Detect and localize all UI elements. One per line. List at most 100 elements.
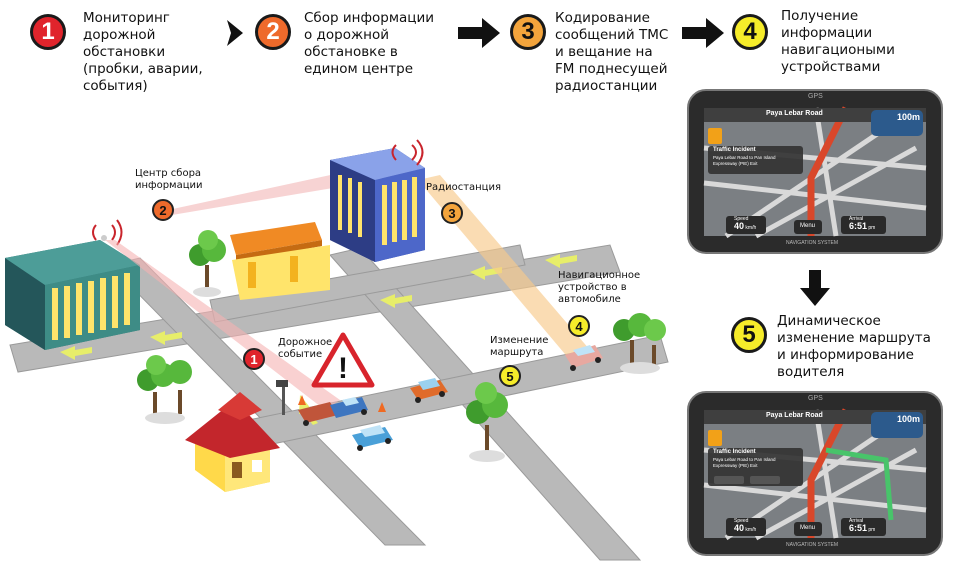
- step-2-line: о дорожной: [304, 27, 389, 43]
- camera-icon: [276, 380, 288, 415]
- center-label: Центр сбора информации: [135, 168, 203, 192]
- gps-brand: GPS: [808, 395, 823, 402]
- step-3-badge: 3: [510, 14, 546, 50]
- step-1-line: дорожной: [83, 27, 156, 43]
- map-marker-3: 3: [441, 202, 463, 224]
- route-label-line: маршрута: [490, 347, 544, 358]
- gps-incident-line: Expressway (PIE) Exit: [713, 161, 758, 166]
- gps-road-name: Paya Lebar Road: [766, 412, 823, 419]
- gps-arrival-label: Arrival: [849, 518, 864, 524]
- gps-incident-title: Traffic Incident: [713, 147, 756, 153]
- trees: [137, 230, 666, 462]
- gps-arrival: Arrival 6:51 pm: [849, 216, 875, 232]
- gps-speed-value: 40: [734, 221, 745, 231]
- event-label-line: Дорожное: [278, 337, 333, 348]
- car-with-navigator: [565, 345, 603, 371]
- step-1-line: Мониторинг: [83, 10, 170, 26]
- step-3-line: FM поднесущей: [555, 61, 668, 77]
- city-map-illustration: !: [5, 139, 669, 561]
- traffic-cones: [298, 395, 386, 412]
- gps-speed-label: Speed: [734, 216, 749, 222]
- step-4-line: навигациоными: [781, 42, 895, 58]
- nav-label-line: автомобиле: [558, 294, 621, 305]
- step-4-text: Получение информации навигациоными устро…: [781, 8, 895, 76]
- gps-menu-button[interactable]: Menu: [800, 223, 816, 229]
- map-marker-2: 2: [152, 199, 174, 221]
- gps-road-name: Paya Lebar Road: [766, 110, 823, 117]
- radio-station-building: [330, 139, 425, 262]
- tree: [613, 313, 666, 374]
- gps-speed-unit: km/h: [745, 225, 757, 231]
- gps-speed-label: Speed: [734, 518, 749, 524]
- nav-label-line: Навигационное: [558, 270, 641, 281]
- gps-arrival-value: 6:51: [849, 523, 868, 533]
- gps-brand: GPS: [808, 93, 823, 100]
- arrow-down-icon: [800, 270, 830, 306]
- map-marker-1: 1: [243, 348, 265, 370]
- gas-station: [230, 222, 330, 300]
- gps-arrival-unit: pm: [868, 527, 876, 533]
- gps-incident-line: Expressway (PIE) Exit: [713, 463, 758, 468]
- step-4-badge: 4: [732, 14, 768, 50]
- tree: [466, 382, 508, 462]
- car-blue: [352, 425, 393, 451]
- step-1-line: обстановки: [83, 44, 166, 60]
- step-3-text: Кодирование сообщений TMC и вещание на F…: [555, 10, 668, 95]
- step-4-line: информации: [781, 25, 873, 41]
- center-label-line: информации: [135, 180, 203, 191]
- gps-arrival-label: Arrival: [849, 216, 864, 222]
- arrow-right-icon: [682, 18, 724, 48]
- event-label-line: событие: [278, 349, 323, 360]
- step-5-line: водителя: [777, 364, 845, 380]
- gps-incident-line: Paya Lebar Road to Pan Island: [713, 457, 776, 462]
- step-2-line: Сбор информации: [304, 10, 435, 26]
- chevron-right-icon: [227, 20, 243, 46]
- step-2-badge: 2: [255, 14, 291, 50]
- step-3-line: Кодирование: [555, 10, 650, 26]
- gps-speed-value: 40: [734, 523, 745, 533]
- house: [185, 392, 280, 492]
- road-event-label: Дорожное событие: [278, 337, 332, 361]
- gps-menu-button[interactable]: Menu: [800, 525, 816, 531]
- radio-label: Радиостанция: [426, 182, 501, 193]
- gps-arrival-value: 6:51: [849, 221, 868, 231]
- step-3-line: и вещание на: [555, 44, 653, 60]
- warning-symbol: !: [338, 352, 348, 385]
- gps-arrival-unit: pm: [868, 225, 876, 231]
- step-5-line: изменение маршрута: [777, 330, 931, 346]
- gps-distance: 100m: [897, 112, 921, 122]
- beam-event: [105, 240, 340, 410]
- step-2-text: Сбор информации о дорожной обстановке в …: [304, 10, 434, 78]
- car-crash: [298, 397, 368, 426]
- beam-radio-to-car: [418, 175, 590, 360]
- step-5-badge: 5: [731, 317, 767, 353]
- step-3-line: сообщений TMC: [555, 27, 669, 43]
- tree: [189, 230, 226, 297]
- route-change-label: Изменение маршрута: [490, 335, 548, 359]
- gps-incident-line: Paya Lebar Road to Pan Island: [713, 155, 776, 160]
- step-1-text: Мониторинг дорожной обстановки (пробки, …: [83, 10, 203, 95]
- gps-distance: 100m: [897, 414, 921, 424]
- tree: [137, 355, 192, 424]
- center-label-line: Центр сбора: [135, 168, 202, 179]
- map-marker-5: 5: [499, 365, 521, 387]
- step-3-line: радиостанции: [555, 78, 658, 94]
- step-5-line: и информирование: [777, 347, 914, 363]
- map-marker-4: 4: [568, 315, 590, 337]
- car-orange: [410, 378, 448, 403]
- gps-speed: Speed 40 km/h: [734, 518, 756, 534]
- gps-arrival: Arrival 6:51 pm: [849, 518, 875, 534]
- step-4-line: устройствами: [781, 59, 881, 75]
- step-2-line: обстановке в: [304, 44, 398, 60]
- gps-device-bottom: GPS Paya Lebar Road 100m Traffic Inciden…: [686, 390, 944, 557]
- gps-speed-unit: km/h: [745, 527, 757, 533]
- arrow-right-icon: [458, 18, 500, 48]
- gps-footer: NAVIGATION SYSTEM: [786, 240, 839, 246]
- gps-incident-title: Traffic Incident: [713, 449, 756, 455]
- step-1-line: (пробки, аварии,: [83, 61, 203, 77]
- step-1-line: события): [83, 78, 148, 94]
- gps-device-top: GPS Paya Lebar Road 100m Traffic Inciden…: [686, 88, 944, 255]
- info-center-building: [5, 235, 140, 350]
- step-4-line: Получение: [781, 8, 859, 24]
- gps-speed: Speed 40 km/h: [734, 216, 756, 232]
